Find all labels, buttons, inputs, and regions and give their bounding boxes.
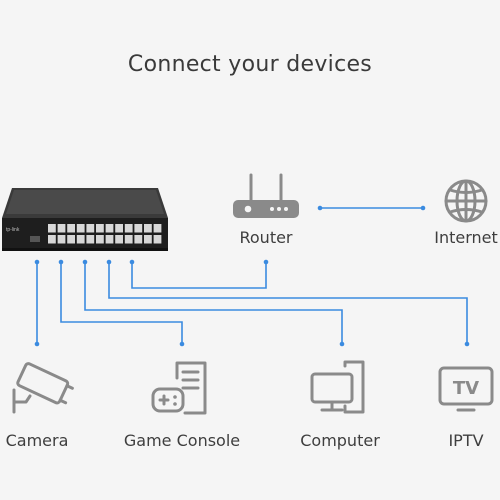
switch-port bbox=[48, 235, 56, 244]
switch-port bbox=[57, 235, 66, 244]
switch-port bbox=[96, 235, 104, 244]
switch-port bbox=[115, 235, 123, 244]
switch-port bbox=[144, 235, 152, 244]
camera-label: Camera bbox=[5, 431, 69, 450]
switch-port bbox=[124, 235, 133, 244]
security-camera-icon bbox=[12, 362, 74, 414]
switch-port bbox=[86, 224, 95, 233]
switch-port bbox=[105, 224, 114, 233]
tv-icon-text: TV bbox=[453, 378, 479, 399]
switch-port bbox=[67, 224, 75, 233]
switch-port bbox=[124, 224, 133, 233]
iptv-label: IPTV bbox=[448, 431, 484, 450]
switch-port bbox=[105, 235, 114, 244]
link-switch-game-console bbox=[60, 262, 183, 344]
connection-lines bbox=[34, 205, 470, 347]
link-switch-router bbox=[131, 262, 267, 289]
switch-port bbox=[153, 235, 162, 244]
link-switch-computer bbox=[84, 262, 343, 344]
network-switch-icon: tp-link bbox=[2, 188, 168, 251]
link-switch-iptv bbox=[108, 262, 468, 344]
tv-icon: TV bbox=[438, 366, 494, 412]
switch-port bbox=[153, 224, 162, 233]
switch-port bbox=[67, 235, 75, 244]
switch-port bbox=[48, 224, 56, 233]
internet-label: Internet bbox=[434, 228, 498, 247]
switch-port bbox=[57, 224, 66, 233]
globe-icon bbox=[444, 179, 488, 223]
switch-ports bbox=[48, 224, 162, 244]
switch-port bbox=[76, 224, 85, 233]
game-console-label: Game Console bbox=[123, 431, 241, 450]
switch-port bbox=[96, 224, 104, 233]
computer-label: Computer bbox=[300, 431, 380, 450]
switch-port bbox=[86, 235, 95, 244]
switch-port bbox=[144, 224, 152, 233]
computer-icon bbox=[310, 360, 365, 414]
switch-brand-logo: tp-link bbox=[6, 227, 20, 233]
switch-port bbox=[134, 224, 143, 233]
switch-port bbox=[134, 235, 143, 244]
page-title: Connect your devices bbox=[127, 52, 373, 77]
switch-port bbox=[115, 224, 123, 233]
switch-port bbox=[76, 235, 85, 244]
game-console-icon bbox=[151, 361, 207, 415]
router-label: Router bbox=[239, 228, 293, 247]
router-icon bbox=[233, 173, 299, 218]
